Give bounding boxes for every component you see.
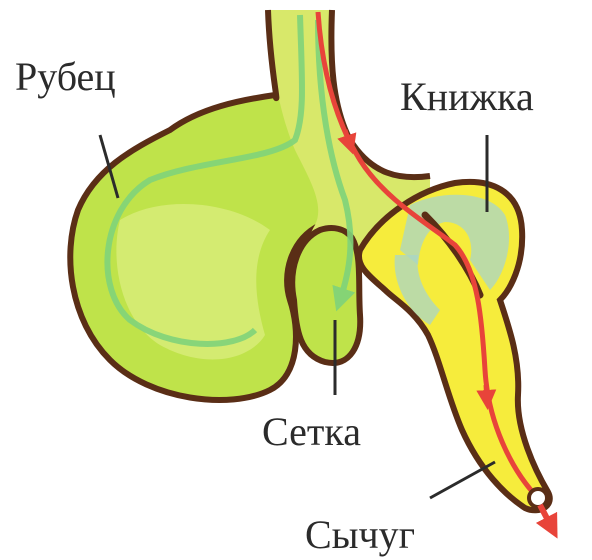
label-rumen: Рубец	[15, 54, 116, 99]
leader-line-abomasum	[430, 462, 495, 498]
pylorus-opening	[529, 489, 547, 507]
label-omasum: Книжка	[400, 74, 534, 119]
omasum-abomasum-body	[359, 182, 550, 510]
label-abomasum: Сычуг	[305, 512, 415, 557]
label-reticulum: Сетка	[262, 409, 361, 454]
red-arrow-lower	[486, 385, 487, 400]
